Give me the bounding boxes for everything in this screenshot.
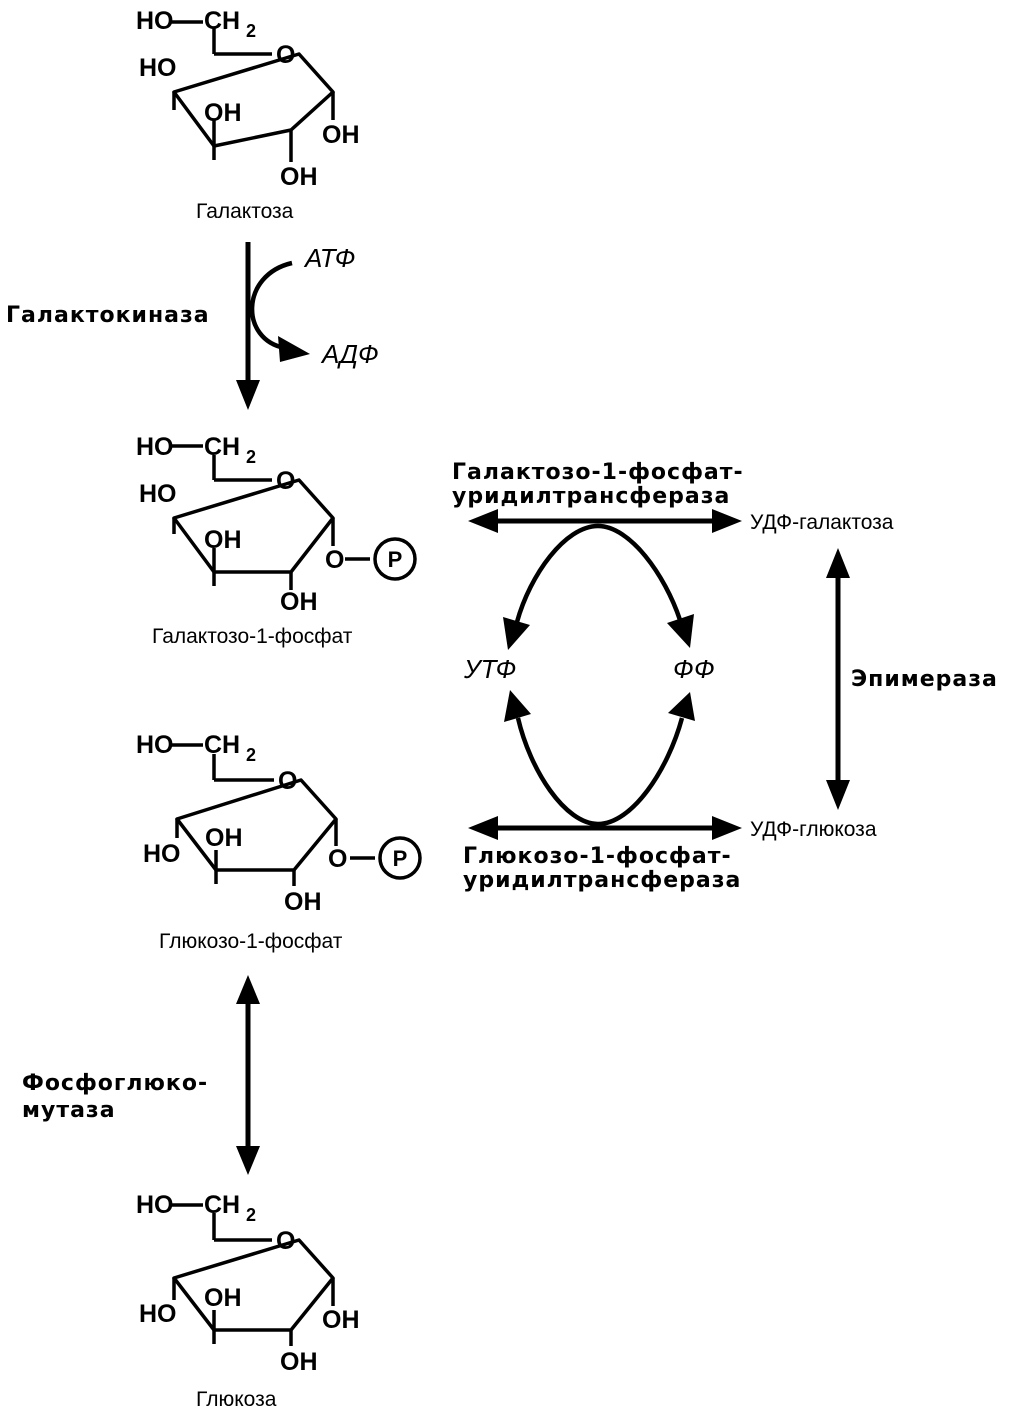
c4-hydroxyl: HO xyxy=(139,54,177,82)
pyranose-ring xyxy=(172,1238,335,1332)
glucose-label: Глюкоза xyxy=(196,1388,277,1411)
c3-hydroxyl: OH xyxy=(204,99,242,127)
arrow-head xyxy=(826,548,850,578)
curve-to-ppi xyxy=(597,523,683,621)
ho-label: HO xyxy=(136,7,174,35)
subscript-2: 2 xyxy=(246,1205,256,1225)
pyranose-ring xyxy=(172,478,335,574)
arrow-head xyxy=(712,816,742,840)
arrow-head xyxy=(667,614,694,648)
c3-hydroxyl: OH xyxy=(204,526,242,554)
gal-transferase-label-line1: Галактозо-1-фосфат- xyxy=(452,460,744,485)
ring-oxygen: O xyxy=(276,467,295,495)
ch-label: CH xyxy=(204,1191,240,1219)
subscript-2: 2 xyxy=(246,745,256,765)
ho-label: HO xyxy=(136,433,174,461)
c4-hydroxyl: HO xyxy=(139,480,177,508)
arrow-head xyxy=(468,816,498,840)
uridyltransferase-cycle: Галактозо-1-фосфат- уридилтрансфераза УД… xyxy=(452,460,894,893)
galactose-1-phosphate-label: Галактозо-1-фосфат xyxy=(152,625,353,648)
epimerase-label: Эпимераза xyxy=(851,667,998,692)
ho-label: HO xyxy=(136,731,174,759)
glucose-structure: HO CH 2 O OH HO OH OH Глюкоза xyxy=(136,1191,360,1411)
subscript-2: 2 xyxy=(246,21,256,41)
c3-hydroxyl: OH xyxy=(205,824,243,852)
galactose-structure: HO CH 2 O HO OH OH OH Галактоза xyxy=(136,7,360,223)
subscript-2: 2 xyxy=(246,447,256,467)
arrow-head xyxy=(712,509,742,533)
phosphoglucomutase-label-line1: Фосфоглюко- xyxy=(22,1071,208,1096)
arrow-head xyxy=(278,336,310,362)
udp-galactose-label: УДФ-галактоза xyxy=(750,511,894,534)
phosphoglucomutase-label-line2: мутаза xyxy=(22,1098,116,1123)
c4-hydroxyl: HO xyxy=(139,1300,177,1328)
curve-from-ppi xyxy=(597,717,685,827)
ch-label: CH xyxy=(204,433,240,461)
ch-label: CH xyxy=(204,7,240,35)
arrow-head xyxy=(826,780,850,810)
ppi-label: ФФ xyxy=(673,654,715,684)
glc-transferase-label-line1: Глюкозо-1-фосфат- xyxy=(463,844,732,869)
c2-hydroxyl: OH xyxy=(284,888,322,916)
c1-hydroxyl: OH xyxy=(322,1306,360,1334)
arrow-head xyxy=(503,617,530,650)
c2-hydroxyl: OH xyxy=(280,588,318,616)
arrow-head xyxy=(236,380,260,410)
arrow-head xyxy=(504,690,531,722)
glucose-1-phosphate-label: Глюкозо-1-фосфат xyxy=(159,930,343,953)
galactose-label: Галактоза xyxy=(196,200,294,223)
gal-transferase-label-line2: уридилтрансфераза xyxy=(452,484,730,509)
c4-hydroxyl: HO xyxy=(143,840,181,868)
atp-label: АТФ xyxy=(303,243,355,273)
phosphate-circle xyxy=(378,836,422,880)
ch-label: CH xyxy=(204,731,240,759)
ho-label: HO xyxy=(136,1191,174,1219)
arrow-head xyxy=(236,975,260,1004)
udp-glucose-label: УДФ-глюкоза xyxy=(750,818,877,841)
phosphate-label: P xyxy=(393,846,408,871)
phosphate-circle xyxy=(373,537,417,581)
ring-oxygen: O xyxy=(278,767,297,795)
phosphoglucomutase-step: Фосфоглюко- мутаза xyxy=(22,975,260,1175)
glc-transferase-label-line2: уридилтрансфераза xyxy=(463,868,741,893)
arrow-head xyxy=(468,509,498,533)
galactokinase-label: Галактокиназа xyxy=(6,303,210,328)
utp-label: УТФ xyxy=(463,654,516,684)
c1-oxygen: O xyxy=(328,845,347,873)
atp-adp-curve xyxy=(249,260,293,351)
galactose-1-phosphate-structure: HO CH 2 O HO OH O P OH Галактозо-1-фосфа… xyxy=(136,433,417,648)
pyranose-ring xyxy=(172,52,335,148)
c3-hydroxyl: OH xyxy=(204,1284,242,1312)
epimerase-step: Эпимераза xyxy=(826,548,998,810)
c1-hydroxyl: OH xyxy=(322,121,360,149)
arrow-head xyxy=(668,692,695,721)
curve-from-utp xyxy=(515,717,599,827)
ring-oxygen: O xyxy=(276,41,295,69)
galactokinase-step: Галактокиназа АТФ АДФ xyxy=(6,242,379,410)
c2-hydroxyl: OH xyxy=(280,163,318,191)
ring-oxygen: O xyxy=(276,1227,295,1255)
phosphate-label: P xyxy=(388,547,403,572)
adp-label: АДФ xyxy=(320,339,379,369)
arrow-head xyxy=(236,1146,260,1175)
curve-to-utp xyxy=(514,523,599,623)
pyranose-ring xyxy=(175,778,338,872)
c1-oxygen: O xyxy=(325,546,344,574)
glucose-1-phosphate-structure: HO CH 2 O OH HO O P OH Глюкозо-1-фосфат xyxy=(136,731,422,953)
c2-hydroxyl: OH xyxy=(280,1348,318,1376)
